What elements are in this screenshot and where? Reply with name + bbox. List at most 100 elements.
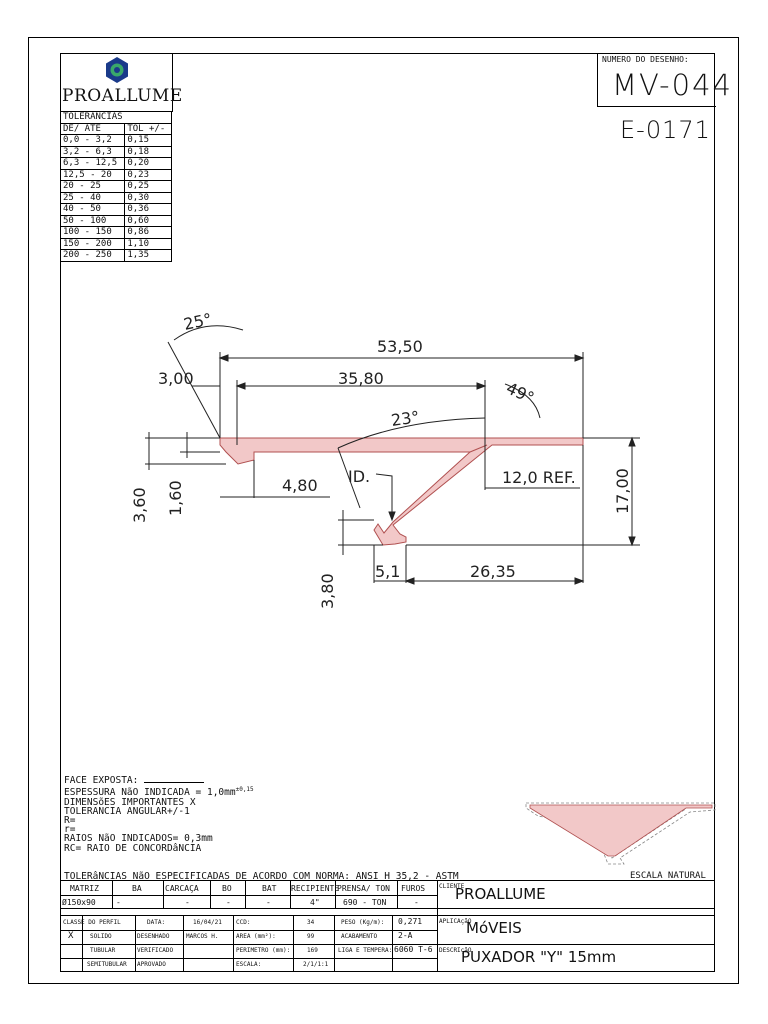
tolerance-value: 0,30: [124, 191, 172, 204]
drawing-number-box: [597, 53, 716, 107]
divider: [437, 880, 438, 972]
divider: [60, 930, 437, 931]
tolerance-range: 150 - 200: [59, 237, 126, 250]
rc-note: RC= RAIO DE CONCORDâNCIA: [64, 842, 202, 854]
tolerance-range: 3,2 - 6,3: [59, 145, 126, 158]
tolerance-header: DE/ ATE: [59, 122, 126, 135]
tolerance-range: 12,5 - 20: [59, 168, 126, 181]
aprovado-label: APROVADO: [137, 961, 166, 968]
tolerance-value: 0,23: [124, 168, 172, 181]
dim-id: ID.: [348, 467, 370, 486]
norm-note: TOLERâNCIAS NãO ESPECIFICADAS DE ACORDO …: [64, 871, 459, 882]
natural-scale-profile: [525, 802, 716, 865]
tolerance-range: 100 - 150: [59, 226, 126, 239]
hdr-furos: FUROS: [401, 884, 426, 893]
tolerance-value: 0,20: [124, 157, 172, 170]
tolerance-range: 6,3 - 12,5: [59, 157, 126, 170]
hdr-bat: BAT: [262, 884, 277, 893]
val-recipiente: 4": [310, 898, 320, 907]
important-dims-note: DIMENSõES IMPORTANTES X: [64, 796, 196, 808]
divider: [163, 880, 164, 908]
divider: [233, 915, 234, 972]
dim-1-60: 1,60: [166, 480, 185, 516]
divider: [60, 880, 715, 881]
dim-12-ref: 12,0 REF.: [502, 468, 576, 487]
ccd-label: CCD:: [236, 919, 251, 926]
divider: [210, 880, 211, 908]
area-label: AREA (mm²):: [236, 933, 276, 940]
tolerance-value: 0,25: [124, 180, 172, 193]
escala-label: ESCALA:: [236, 961, 262, 968]
dim-5-1: 5,1: [375, 562, 400, 581]
dim-17-00: 17,00: [613, 468, 632, 514]
tolerance-range: 25 - 40: [59, 191, 126, 204]
liga-value: 6060 T-6: [394, 945, 433, 954]
divider: [60, 944, 715, 945]
profile-section: [219, 437, 584, 546]
divider: [334, 915, 335, 972]
dim-angle-25: 25°: [182, 309, 214, 333]
company-name: PROALLUME: [62, 86, 183, 106]
desenhado-label: DESENHADO: [137, 933, 170, 940]
escala-value: 2/1/1:1: [303, 961, 329, 968]
drawing-number: MV-044: [612, 68, 733, 102]
val-furos: -: [414, 898, 419, 907]
data-label: DATA:: [147, 919, 166, 926]
solid-mark: X: [68, 931, 74, 941]
solido-label: SOLIDO: [90, 933, 112, 940]
divider: [293, 915, 294, 972]
val-ba: -: [116, 898, 121, 907]
acabamento-label: ACABAMENTO: [341, 933, 378, 940]
ccd-value: 34: [307, 919, 315, 926]
sheet-inner-frame: [60, 53, 715, 972]
tolerance-value: 0,60: [124, 214, 172, 227]
radius-note: RAIOS NãO INDICADOS= 0,3mm: [64, 833, 213, 845]
tolerance-range: 0,0 - 3,2: [59, 134, 126, 147]
hdr-prensa: PRENSA/ TON: [337, 884, 390, 893]
dim-angle-49: 49°: [503, 378, 537, 407]
tolerance-value: 0,18: [124, 145, 172, 158]
dim-3-60: 3,60: [130, 487, 149, 523]
face-label: FACE EXPOSTA:: [64, 775, 139, 786]
tolerance-value: 0,86: [124, 226, 172, 239]
semitubular-label: SEMITUBULAR: [87, 961, 127, 968]
area-value: 99: [307, 933, 315, 940]
dim-3-00: 3,00: [158, 369, 194, 388]
acabamento-value: 2-A: [398, 931, 413, 940]
perimetro-value: 169: [307, 947, 318, 954]
descricao-value: PUXADOR "Y" 15mm: [461, 948, 617, 966]
divider: [60, 908, 715, 909]
tolerance-range: 40 - 50: [59, 203, 126, 216]
divider: [335, 880, 336, 908]
perimetro-label: PERIMETRO (mm):: [236, 947, 291, 954]
divider: [183, 915, 184, 972]
divider: [392, 915, 393, 972]
val-bo: -: [226, 898, 231, 907]
thickness-note: ESPESSURA NãO INDICADA = 1,0mm: [64, 787, 236, 799]
tubular-label: TUBULAR: [90, 947, 116, 954]
val-carcaca: -: [185, 898, 190, 907]
descricao-label: DESCRIçãO: [439, 947, 472, 954]
hdr-bo: BO: [222, 884, 232, 893]
dim-26-35: 26,35: [470, 562, 516, 581]
dim-4-80: 4,80: [282, 476, 318, 495]
tolerance-range: 50 - 100: [59, 214, 126, 227]
notes-block: FACE EXPOSTA: ESPESSURA NãO INDICADA = 1…: [64, 776, 254, 853]
hdr-carcaca: CARCAÇA: [165, 884, 199, 893]
extrusion-number: E-0171: [620, 116, 711, 144]
radius-R: R=: [64, 814, 76, 826]
divider: [60, 895, 437, 896]
tolerance-value: 1,35: [124, 249, 172, 262]
dim-53-50: 53,50: [377, 337, 423, 356]
divider: [112, 880, 113, 908]
classe-label: CLASSE DO PERFIL: [63, 919, 121, 926]
liga-label: LIGA E TEMPERA:: [338, 947, 393, 954]
company-logo-icon: [106, 57, 128, 83]
divider: [290, 880, 291, 908]
cliente-value: PROALLUME: [455, 885, 546, 903]
val-bat: -: [266, 898, 271, 907]
sheet-outer-frame: [28, 37, 739, 984]
dim-angle-23: 23°: [390, 407, 421, 430]
